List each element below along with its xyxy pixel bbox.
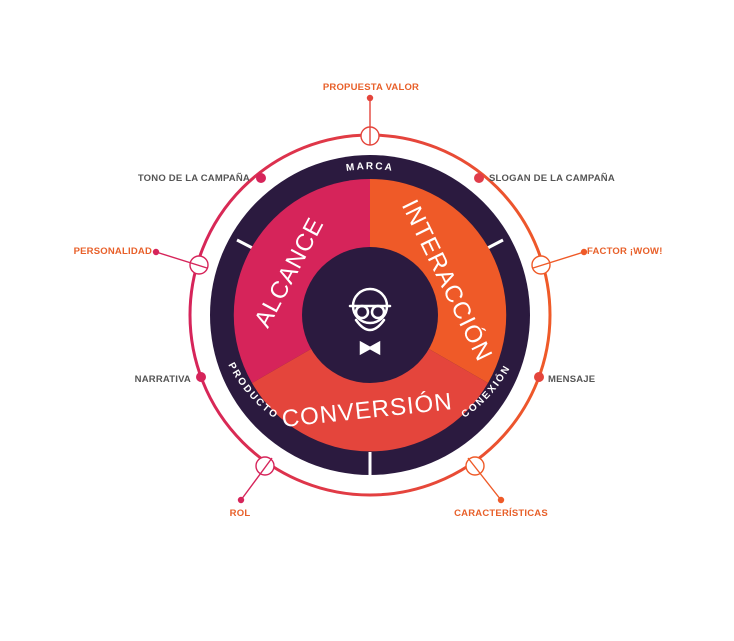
explorer-face-icon	[348, 287, 392, 356]
label-factor-wow: FACTOR ¡WOW!	[587, 246, 663, 257]
segment-conversion	[252, 315, 488, 452]
marker-mensaje	[534, 372, 544, 382]
label-propuesta-valor: PROPUESTA VALOR	[323, 82, 419, 93]
marker-personalidad	[152, 248, 209, 275]
marker-slogan	[474, 173, 484, 183]
label-caracteristicas: CARACTERÍSTICAS	[454, 508, 548, 519]
label-tono-campana: TONO DE LA CAMPAÑA	[138, 173, 250, 184]
label-rol: ROL	[230, 508, 251, 519]
center-hub	[302, 247, 438, 383]
marker-caracteristicas	[465, 456, 505, 504]
marker-tono	[256, 173, 266, 183]
marker-narrativa	[196, 372, 206, 382]
marker-rol	[237, 456, 275, 504]
ring-label-marca: MARCA	[345, 161, 394, 174]
label-narrativa: NARRATIVA	[135, 374, 191, 385]
label-slogan-campana: SLOGAN DE LA CAMPAÑA	[489, 173, 615, 184]
marker-propuesta	[360, 94, 380, 146]
label-personalidad: PERSONALIDAD	[74, 246, 152, 257]
label-mensaje: MENSAJE	[548, 374, 595, 385]
marker-factor-wow	[531, 248, 588, 275]
